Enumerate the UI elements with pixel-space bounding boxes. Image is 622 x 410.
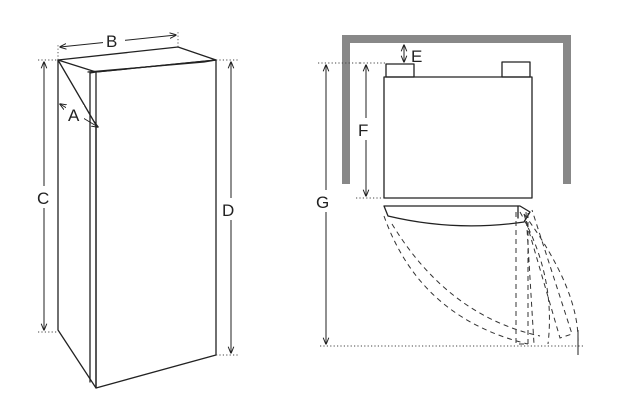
- label-a: A: [68, 106, 80, 125]
- dimension-a: A: [60, 104, 98, 127]
- door-open-position-120: [523, 209, 573, 339]
- rear-spacer-left: [385, 63, 415, 78]
- dimension-d: D: [216, 59, 242, 356]
- label-f: F: [358, 121, 368, 140]
- dimension-b: B: [57, 30, 179, 60]
- door-open-position-90: [515, 212, 529, 345]
- unit-top-front-edge: [87, 59, 217, 73]
- door-swing-arc-outer: [383, 215, 529, 345]
- door-swing-arc-hinge: [523, 213, 579, 345]
- unit-body-top: [383, 76, 533, 199]
- niche-top-view: [342, 35, 579, 355]
- dimension-g: G: [314, 62, 584, 347]
- rear-spacer-right: [501, 61, 531, 78]
- label-c: C: [37, 189, 49, 208]
- label-g: G: [316, 193, 329, 212]
- label-e: E: [411, 47, 422, 66]
- niche-wall: [342, 35, 571, 184]
- door-closed: [383, 205, 531, 227]
- label-d: D: [222, 201, 234, 220]
- dimension-c: C: [34, 59, 58, 333]
- dimension-f: F: [356, 62, 386, 199]
- label-b: B: [106, 32, 117, 51]
- door-swing-arc-inner: [391, 223, 541, 337]
- unit-door-front: [95, 59, 217, 389]
- dimension-e: E: [404, 45, 422, 66]
- unit-3d-view: [57, 46, 217, 389]
